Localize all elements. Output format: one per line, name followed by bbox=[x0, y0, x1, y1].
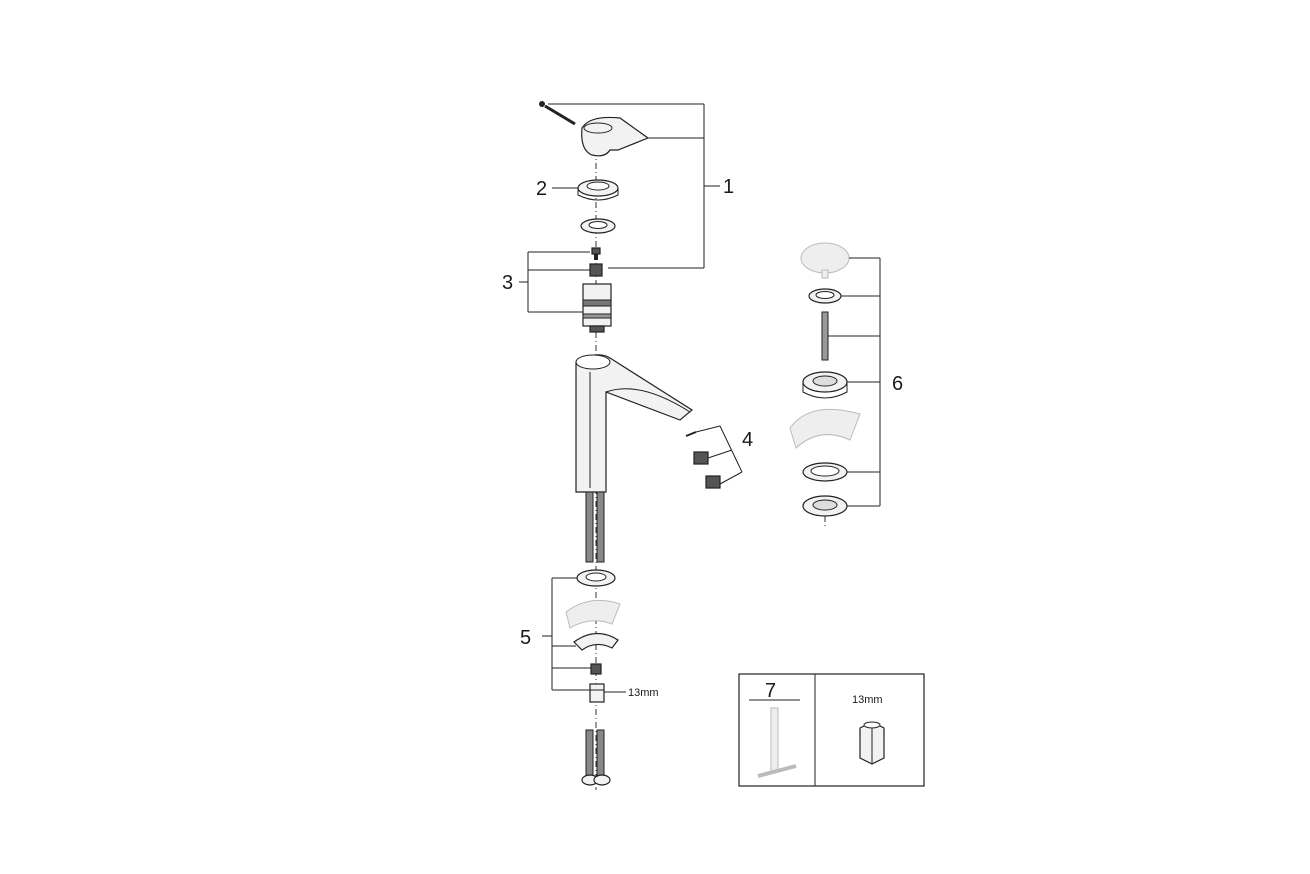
drain-bolt bbox=[821, 311, 829, 361]
callout-7: 7 bbox=[765, 680, 776, 702]
supply-hoses-lower bbox=[581, 729, 611, 786]
basin-section bbox=[789, 408, 861, 449]
threaded-sleeve bbox=[589, 683, 605, 703]
drain-flange bbox=[802, 371, 848, 399]
callout-4: 4 bbox=[742, 429, 753, 451]
callout-bracket-6 bbox=[828, 257, 881, 507]
drain-body bbox=[802, 495, 848, 528]
callout-bracket-4 bbox=[695, 425, 743, 485]
aerator-parts bbox=[685, 431, 721, 489]
countertop-section bbox=[565, 599, 621, 629]
key-tool bbox=[757, 707, 797, 778]
callout-bracket-1 bbox=[548, 103, 720, 269]
callout-1: 1 bbox=[723, 176, 734, 198]
drain-gasket bbox=[802, 462, 848, 482]
tool-nut-size-label: 13mm bbox=[852, 694, 883, 706]
tool-box bbox=[738, 673, 925, 787]
mounting-washer bbox=[576, 569, 616, 587]
supply-hoses-upper bbox=[585, 491, 605, 563]
mounting-nut bbox=[590, 663, 602, 675]
retaining-nut bbox=[580, 218, 616, 234]
drain-cap bbox=[800, 242, 850, 279]
callout-2: 2 bbox=[536, 178, 547, 200]
horseshoe-bracket bbox=[573, 632, 619, 651]
callout-6: 6 bbox=[892, 373, 903, 395]
callout-bracket-3 bbox=[519, 251, 590, 313]
cartridge bbox=[582, 283, 612, 333]
callout-3: 3 bbox=[502, 272, 513, 294]
hex-socket bbox=[859, 721, 885, 765]
adapter-screw bbox=[589, 247, 603, 277]
faucet-body bbox=[575, 354, 694, 493]
callout-5: 5 bbox=[520, 627, 531, 649]
cover-ring bbox=[577, 179, 619, 201]
nut-size-label: 13mm bbox=[628, 687, 659, 699]
handle-lever bbox=[539, 101, 650, 157]
callout-bracket-5 bbox=[542, 577, 591, 691]
drain-seal bbox=[808, 288, 842, 304]
